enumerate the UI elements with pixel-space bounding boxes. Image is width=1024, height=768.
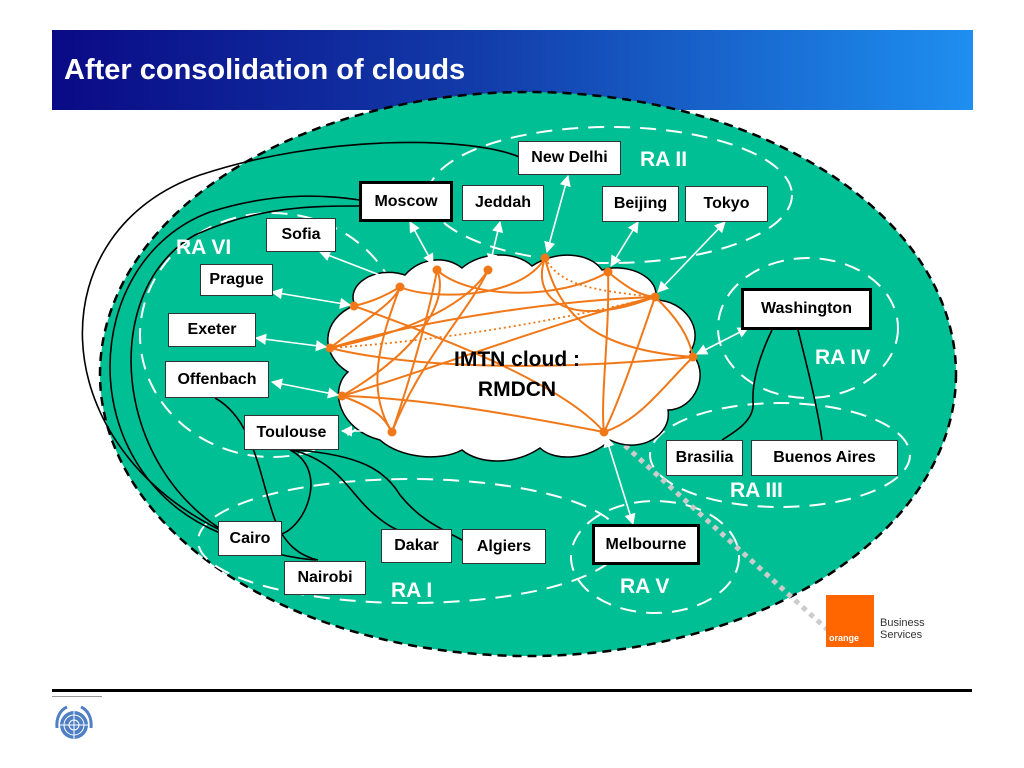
footer-divider-thin [52,696,102,697]
mesh-link-13 [391,269,489,433]
link-nairobi-moscow [130,205,363,561]
arrow-melbourne [603,435,636,526]
orange-logo-text: Business Services [880,617,925,641]
mesh-link-9 [353,305,605,433]
node-prague: Prague [200,264,273,296]
region-label-ra4: RA IV [815,346,871,369]
region-label-ra6: RA VI [176,236,232,259]
port-dot-3 [349,301,359,311]
link-washington-brasilia [721,329,773,441]
mesh-link-4 [329,269,489,349]
cloud-label-line2: RMDCN [477,378,557,401]
arrow-washington [696,327,749,355]
port-dot-10 [688,352,698,362]
orange-logo-wordmark: orange [829,633,860,643]
arrow-moscow [409,221,434,265]
cloud-label: IMTN cloud : RMDCN [432,345,602,405]
node-jeddah: Jeddah [462,185,544,221]
port-dot-1 [325,343,335,353]
orange-logo-line1: Business [880,617,925,629]
link-toulouse-cairo [277,449,312,536]
mesh-link-1 [329,296,656,349]
port-dot-7 [540,253,550,263]
mesh-link-7 [341,395,605,433]
port-dot-5 [432,265,442,275]
port-dot-6 [483,265,493,275]
orange-logo-box: orange [826,595,874,647]
page-title: After consolidation of clouds [64,54,466,86]
arrow-exeter [254,333,328,352]
node-cairo: Cairo [218,521,282,556]
link-toulouse-algiers [295,449,463,541]
node-new-delhi: New Delhi [518,141,621,175]
arrow-prague [270,288,352,309]
region-label-ra2: RA II [640,148,688,171]
port-dot-9 [650,292,660,302]
region-outline-ra4 [717,257,899,399]
node-melbourne: Melbourne [592,524,700,565]
port-dot-12 [387,427,397,437]
node-sofia: Sofia [266,218,336,252]
node-algiers: Algiers [462,529,546,564]
mesh-link-20 [654,296,694,358]
region-outline-ra2 [427,126,793,264]
mesh-link-14 [544,257,694,358]
node-tokyo: Tokyo [685,186,768,222]
orange-business-logo: orange Business Services [826,595,946,649]
wmo-emblem-icon [55,705,93,739]
arrow-newdelhi [544,174,571,254]
link-cairo-newdelhi [81,141,523,531]
region-outline-ra5 [570,500,740,614]
region-label-ra1: RA I [391,579,433,602]
node-beijing: Beijing [602,186,679,222]
mesh-link-2 [329,347,694,367]
port-dot-2 [337,391,347,401]
link-offenbach-nairobi [214,397,319,561]
mesh-link-dotted-2 [544,257,656,298]
mesh-link-dotted-1 [329,296,656,349]
arrow-sofia [318,250,400,284]
port-dot-11 [599,427,609,437]
region-label-ra5: RA V [620,575,670,598]
node-washington: Washington [741,288,872,330]
node-moscow: Moscow [359,181,453,222]
mesh-link-18 [603,296,656,433]
mesh-link-21 [376,286,401,433]
cloud-label-line1: IMTN cloud : [454,348,580,371]
footer-divider [52,689,972,692]
node-toulouse: Toulouse [244,415,339,450]
arrow-tokyo [657,221,726,293]
node-offenbach: Offenbach [165,361,269,398]
node-exeter: Exeter [168,313,256,347]
mesh-link-19 [603,356,694,433]
node-brasilia: Brasilia [666,440,743,476]
link-washington-buenosaires [797,329,823,441]
arrow-offenbach [270,378,340,399]
port-dot-4 [395,282,405,292]
link-cairo-moscow [109,195,361,534]
node-nairobi: Nairobi [284,561,366,595]
arrow-jeddah [486,220,504,266]
node-buenos-aires: Buenos Aires [751,440,898,476]
mesh-link-15 [540,257,656,313]
mesh-link-12 [391,269,438,433]
region-outline-ra3 [649,402,911,508]
arrow-beijing [610,221,639,267]
region-label-ra3: RA III [730,479,783,502]
node-dakar: Dakar [381,529,452,563]
port-dot-8 [603,267,613,277]
mesh-link-5 [341,296,656,397]
mesh-link-22 [436,269,609,294]
orange-logo-line2: Services [880,629,923,641]
mesh-link-17 [602,271,610,433]
